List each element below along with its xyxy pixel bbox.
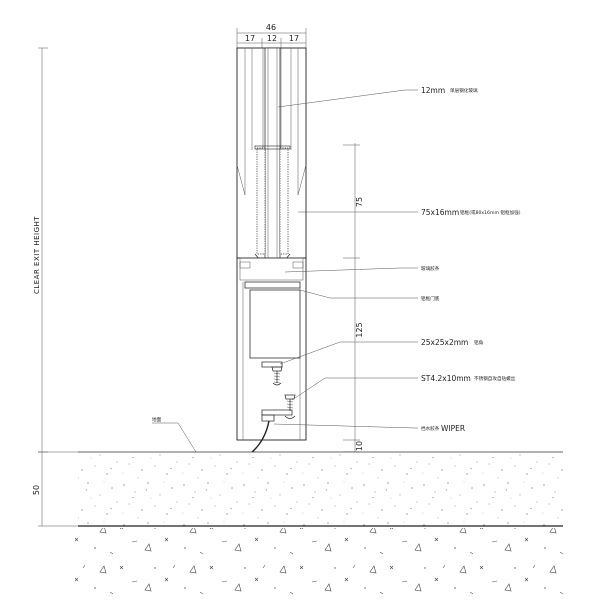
callout-angle: 25x25x2mm 铝角 <box>279 338 484 365</box>
clear-exit-height-label: CLEAR EXIT HEIGHT <box>33 216 41 294</box>
left-height-dimension: CLEAR EXIT HEIGHT <box>33 47 48 453</box>
callout-screw: ST4.2x10mm 不锈钢自攻自钻螺丝 <box>291 374 516 401</box>
callout-frame-note: 铝框(或80x16mm 铝框加强) <box>460 209 521 216</box>
callout-wiper-note: 挡水胶条 <box>421 425 440 432</box>
callout-floor: 地面 <box>152 416 197 453</box>
callout-floor-note: 地面 <box>152 416 162 423</box>
callout-door-bottom: 铝框门底 <box>299 289 440 302</box>
dim-right-part: 17 <box>289 34 299 43</box>
callout-door-bottom-note: 铝框门底 <box>421 295 440 302</box>
dim-glass-zone: 75 <box>355 197 364 207</box>
screw-lower <box>284 394 296 419</box>
callout-screw-note: 不锈钢自攻自钻螺丝 <box>474 375 516 382</box>
dim-base-zone: 125 <box>355 322 364 337</box>
callout-glass-text: 12mm <box>421 86 445 95</box>
dim-left-part: 17 <box>245 34 255 43</box>
door-bottom-profile <box>236 257 307 441</box>
callout-frame-text: 75x16mm <box>421 208 459 217</box>
callout-frame: 75x16mm 铝框(或80x16mm 铝框加强) <box>298 208 521 217</box>
dim-overall-width: 46 <box>266 23 276 32</box>
callout-gasket: 玻璃胶条 <box>284 265 440 273</box>
dim-bottom-gap: 10 <box>355 441 364 451</box>
screw-upper <box>271 366 283 386</box>
floor-slab <box>75 451 565 601</box>
floor-dimension: 50 <box>32 451 78 527</box>
callout-wiper-text: WIPER <box>441 424 465 433</box>
glass-pane <box>264 47 281 259</box>
wiper-seal <box>250 414 275 454</box>
dim-floor-thickness: 50 <box>32 485 41 495</box>
callout-screw-text: ST4.2x10mm <box>421 374 471 383</box>
callout-glass: 12mm 单层钢化玻璃 <box>277 86 478 108</box>
callout-angle-note: 铝角 <box>474 339 484 346</box>
top-dimensions: 46 17 12 17 <box>236 23 307 48</box>
callout-gasket-note: 玻璃胶条 <box>421 265 440 272</box>
callout-wiper: 挡水胶条 WIPER <box>273 423 465 433</box>
right-dimensions: 75 125 10 <box>343 143 364 453</box>
callout-angle-text: 25x25x2mm <box>421 338 468 347</box>
dim-center-part: 12 <box>267 34 277 43</box>
callout-glass-note: 单层钢化玻璃 <box>450 87 478 94</box>
